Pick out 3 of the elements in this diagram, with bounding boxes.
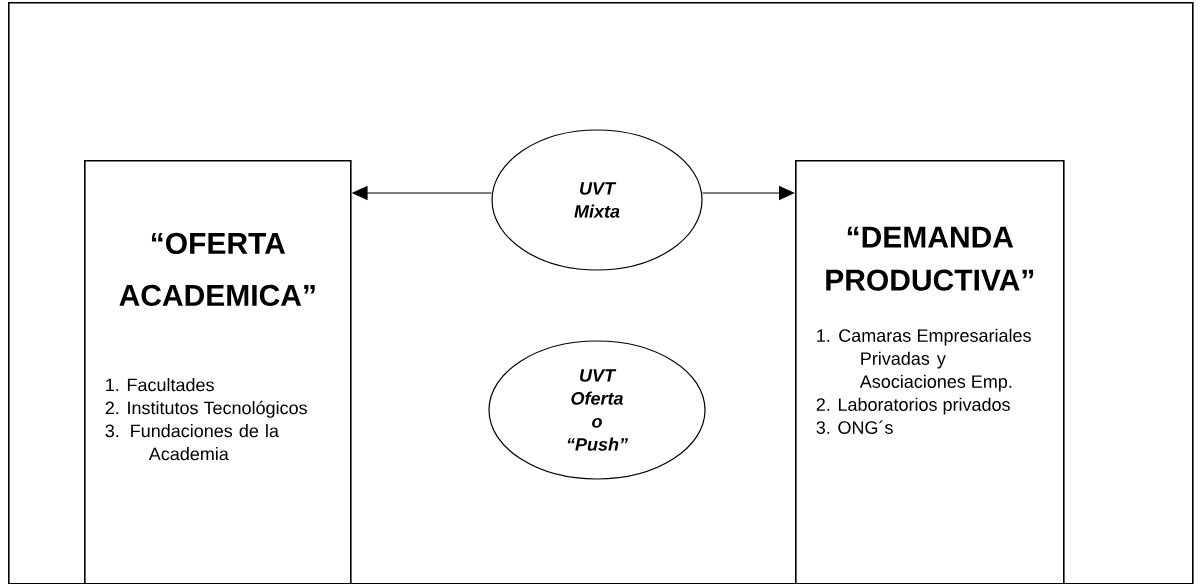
category-box: “OFERTA ACADEMICA” 1. Facultades 2. Institutos Tecnológicos 3. Fundaciones de la Academia	[84, 160, 352, 584]
outer-frame	[8, 2, 1194, 584]
category-box: “DEMANDA PRODUCTIVA” 1. Camaras Empresariales Privadas y Asociaciones Emp. 2. Laboratorios privados 3. ONG´s	[795, 160, 1065, 584]
